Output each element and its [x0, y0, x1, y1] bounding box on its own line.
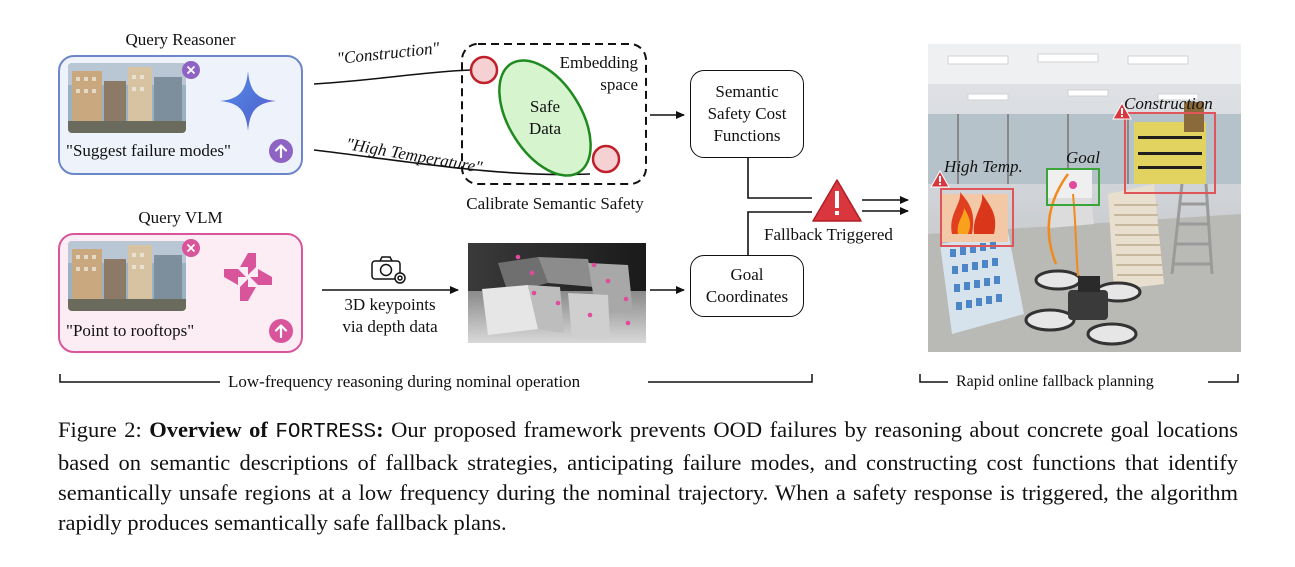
semantic-safety-cost-functions-box: Semantic Safety Cost Functions — [690, 70, 804, 158]
depth-keypoint — [529, 270, 535, 276]
query-vlm-box: "Point to rooftops" — [58, 233, 303, 353]
depth-keypoint — [605, 278, 611, 284]
high-temp-warning-icon — [930, 169, 950, 193]
high-temp-bbox — [940, 188, 1014, 247]
cost-line1: Semantic — [715, 82, 779, 101]
calibrate-semantic-safety-caption: Calibrate Semantic Safety — [466, 194, 644, 213]
cost-line2: Safety Cost — [707, 104, 787, 123]
depth-label-line1: 3D keypoints — [344, 295, 436, 314]
safe-data-label: Safe Data — [515, 96, 575, 140]
safe-label-line2: Data — [528, 119, 562, 138]
rapid-planning-label: Rapid online fallback planning — [956, 373, 1154, 390]
city-thumbnail — [68, 63, 186, 133]
city-thumbnail — [68, 241, 186, 311]
send-up-icon[interactable] — [269, 319, 293, 343]
construction-failure-circle — [469, 55, 499, 85]
goal-line2: Coordinates — [705, 287, 789, 306]
caption-colon: : — [376, 417, 384, 442]
goal-coordinates-box: Goal Coordinates — [690, 255, 804, 317]
pinwheel-icon — [220, 249, 276, 305]
caption-name: FORTRESS — [275, 421, 377, 444]
close-icon[interactable] — [182, 61, 200, 79]
query-reasoner-box: "Suggest failure modes" — [58, 55, 303, 175]
goal-to-warning-line — [747, 211, 812, 255]
goal-label: Goal — [1066, 148, 1100, 167]
depth-keypoint — [591, 262, 597, 268]
construction-label: Construction — [1124, 94, 1213, 113]
fallback-triggered-label: Fallback Triggered — [764, 225, 893, 244]
depth-keypoint — [587, 312, 593, 318]
sparkle-icon — [218, 69, 278, 133]
send-up-icon[interactable] — [269, 139, 293, 163]
high-temp-label: High Temp. — [944, 157, 1023, 176]
caption-body: Our proposed framework prevents OOD fail… — [58, 417, 1238, 535]
rapid-planning-bracket — [919, 374, 1239, 383]
embedding-label-line2: space — [600, 75, 638, 94]
drone-icon — [1024, 269, 1142, 346]
embedding-space-label: Embedding space — [556, 52, 638, 96]
warning-triangle-icon — [812, 179, 862, 222]
query-reasoner-title: Query Reasoner — [125, 30, 236, 49]
cost-to-warning-line — [747, 158, 812, 199]
depth-keypoint — [555, 300, 561, 306]
low-frequency-label: Low-frequency reasoning during nominal o… — [228, 372, 581, 391]
close-icon[interactable] — [182, 239, 200, 257]
embedding-label-line1: Embedding — [559, 53, 638, 72]
scene-image: Construction High Temp. Goal — [928, 44, 1241, 352]
depth-keypoint — [625, 320, 631, 326]
vlm-prompt: "Point to rooftops" — [66, 321, 195, 340]
depth-keypoint — [515, 254, 521, 260]
diagram-connectors — [59, 43, 1239, 383]
depth-keypoint — [623, 296, 629, 302]
figure-caption: Figure 2: Overview of FORTRESS: Our prop… — [58, 415, 1238, 538]
camera-gear-icon — [371, 256, 406, 284]
depth-label-line2: via depth data — [342, 317, 438, 336]
depth-image — [468, 243, 646, 343]
low-frequency-bracket — [59, 374, 813, 383]
construction-curve — [313, 69, 471, 85]
construction-bbox — [1124, 112, 1216, 194]
caption-bold-lead: Overview of — [149, 417, 276, 442]
query-vlm-title: Query VLM — [138, 208, 223, 227]
safe-label-line1: Safe — [529, 97, 561, 116]
embedding-space-box — [461, 43, 647, 185]
construction-warning-icon — [1112, 101, 1132, 125]
goal-line1: Goal — [730, 265, 764, 284]
reasoner-prompt: "Suggest failure modes" — [66, 141, 231, 160]
high-temp-failure-circle — [591, 144, 621, 174]
depth-keypoint — [531, 290, 537, 296]
depth-label: 3D keypoints via depth data — [322, 294, 458, 338]
cost-line3: Functions — [713, 126, 781, 145]
goal-bbox — [1046, 168, 1100, 206]
caption-prefix: Figure 2: — [58, 417, 150, 442]
safe-data-ellipse — [498, 59, 592, 177]
